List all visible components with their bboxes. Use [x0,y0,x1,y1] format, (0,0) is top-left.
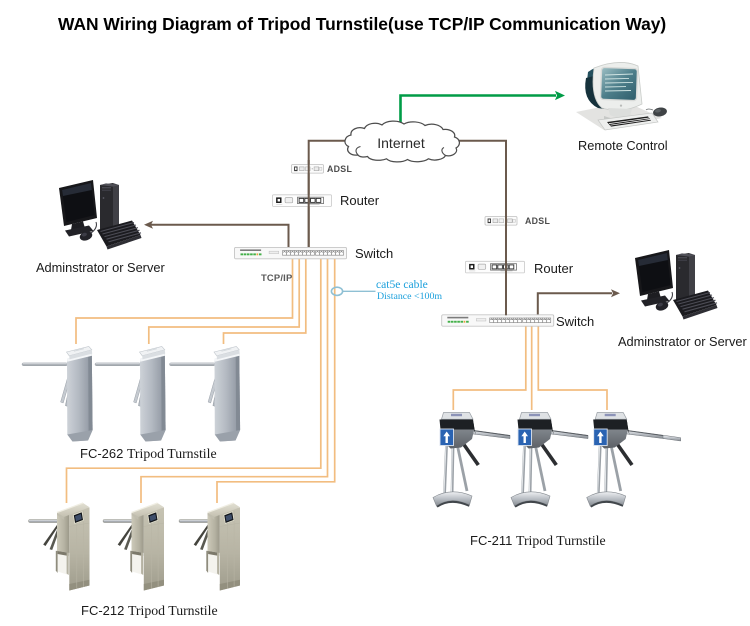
tcpip-label: TCP/IP [261,271,293,283]
wire-fc262-2 [147,258,301,344]
fc212-turnstile-1 [27,502,91,592]
fc212-turnstile-2 [102,502,165,592]
admin-left-pc [58,179,143,251]
wan-line-internet-to-right-chain [455,139,507,316]
adsl-modem-right [484,216,518,226]
switch-right-label: Switch [556,313,595,329]
wire-fc211-3 [537,325,608,410]
fc262-turnstile-2 [94,345,167,442]
admin-right-label: Adminstrator or Server [618,334,747,349]
router-right-label: Router [534,260,574,276]
wire-fc212-3 [216,258,336,503]
cat5e-wires-left [65,258,336,503]
wire-fc212-1 [65,258,322,503]
remote-control-pc [575,61,669,131]
adsl-left-label: ADSL [327,164,353,174]
fc212-model: FC-212 [81,602,125,618]
fc211-turnstile-3 [585,411,666,509]
fc262-model: FC-262 [80,446,124,461]
switch-left-label: Switch [355,246,394,261]
line-left-switch-to-admin [144,220,290,247]
cat5e-callout [330,286,376,297]
switch-right [442,315,554,326]
adsl-modem-left [291,164,324,174]
switch-left [235,247,347,258]
internet-label: Internet [377,135,425,151]
fc262-name: Tripod Turnstile [126,446,217,461]
wire-fc212-2 [140,258,329,503]
adsl-right-label: ADSL [525,216,551,226]
fc211-turnstile-2 [509,411,590,509]
fc212-name: Tripod Turnstile [127,602,218,618]
fc211-arm-extension [662,434,681,442]
line-right-switch-to-admin [536,289,620,316]
wire-fc262-1 [75,258,294,344]
wire-fc262-3 [222,258,307,344]
admin-left-label: Adminstrator or Server [36,259,165,275]
wire-fc211-1 [452,325,527,410]
cat5e-wires-right [452,325,608,410]
cable-marker-ellipse [330,286,344,297]
fc211-label: FC-211 Tripod Turnstile [470,533,606,549]
internet-cloud [344,120,460,163]
green-internet-to-remote-line [399,90,565,123]
wan-line-overlays [307,160,507,316]
remote-control-label: Remote Control [578,138,668,153]
fc262-label: FC-262 Tripod Turnstile [80,446,217,462]
router-left-label: Router [340,193,380,208]
fc212-label: FC-212 Tripod Turnstile [81,603,218,619]
router-right [465,260,525,274]
fc262-turnstile-1 [21,345,94,442]
fc212-turnstile-3 [178,502,241,592]
diagram-title: WAN Wiring Diagram of Tripod Turnstile(u… [58,14,667,34]
admin-right-pc [634,249,719,321]
fc211-turnstile-1 [431,411,512,509]
cat5e-cable-label: cat5e cable [376,278,428,291]
router-left [272,194,332,207]
fc211-model: FC-211 [470,533,513,548]
fc211-name: Tripod Turnstile [516,533,606,548]
fc262-turnstile-3 [169,345,241,442]
cable-distance-label: Distance <100m [377,291,443,302]
